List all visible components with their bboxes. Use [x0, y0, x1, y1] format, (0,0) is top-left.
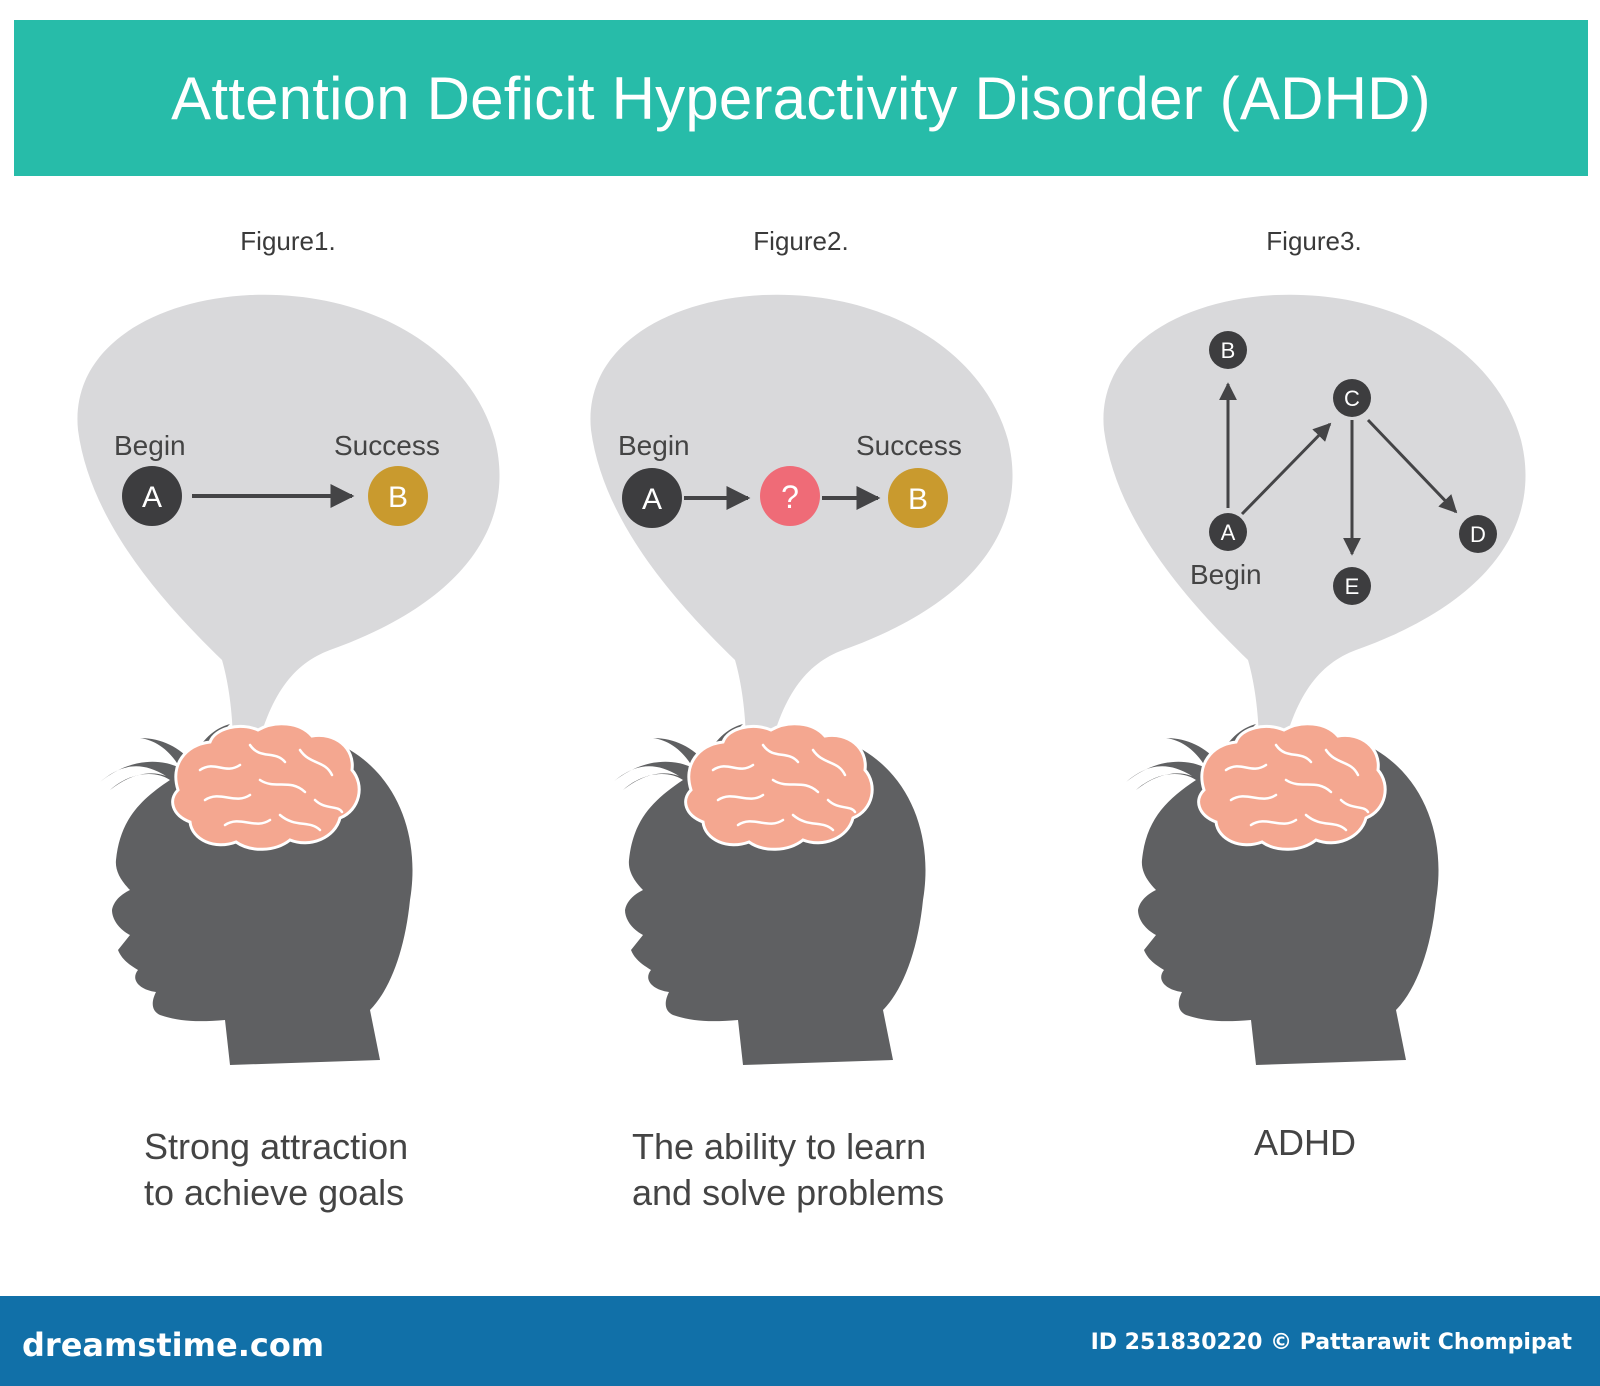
figure1-success-label: Success: [334, 430, 440, 461]
figure1-brain-icon: [171, 722, 361, 851]
figure3-caption-line1: ADHD: [1254, 1122, 1357, 1163]
figure3-arrow-a-to-c: [1240, 422, 1332, 516]
figure2-node-b-label: B: [908, 483, 928, 516]
figure2-node-question-label: ?: [781, 479, 799, 515]
figure1-caption: Strong attraction to achieve goals: [144, 1124, 564, 1216]
figure3-thought-bubble: [1103, 294, 1526, 780]
figure1-node-b: B: [368, 466, 428, 526]
figure3-begin-label: Begin: [1190, 559, 1262, 590]
figure3-brain-icon: [1197, 722, 1387, 851]
figure3-caption: ADHD: [1254, 1120, 1600, 1166]
figure1-node-a: A: [122, 466, 182, 526]
figure2-node-question: ?: [760, 466, 820, 526]
footer-brand: dreamstime.com: [22, 1326, 325, 1364]
figure1-caption-line2: to achieve goals: [144, 1172, 405, 1213]
page-title: Attention Deficit Hyperactivity Disorder…: [171, 64, 1431, 132]
figure2-group: Begin Success A ? B: [590, 294, 1013, 1065]
figure2-node-b: B: [888, 468, 948, 528]
figure1-caption-line1: Strong attraction: [144, 1126, 409, 1167]
figure3-node-a-label: A: [1221, 520, 1236, 545]
figure2-caption-line2: and solve problems: [632, 1172, 945, 1213]
figure3-label: Figure3.: [1266, 226, 1362, 256]
figure3-node-b: B: [1209, 331, 1247, 369]
figure2-begin-label: Begin: [618, 430, 690, 461]
figure1-thought-bubble: [77, 294, 500, 780]
figure2-node-a: A: [622, 468, 682, 528]
title-banner: Attention Deficit Hyperactivity Disorder…: [14, 20, 1588, 176]
figure2-thought-bubble: [590, 294, 1013, 780]
figure2-caption: The ability to learn and solve problems: [632, 1124, 1052, 1216]
footer-bar: dreamstime.com ID 251830220 © Pattarawit…: [0, 1296, 1600, 1386]
figure3-node-c: C: [1333, 379, 1371, 417]
figure2-node-a-label: A: [642, 483, 662, 516]
figure3-group: A B C D E Begin: [1103, 294, 1526, 1065]
figure2-caption-line1: The ability to learn: [632, 1126, 927, 1167]
figure1-node-a-label: A: [142, 481, 162, 514]
figure3-node-a: A: [1209, 513, 1247, 551]
figure2-success-label: Success: [856, 430, 962, 461]
figure1-begin-label: Begin: [114, 430, 186, 461]
footer-credit: ID 251830220 © Pattarawit Chompipat: [1090, 1330, 1572, 1355]
figure1-group: Begin Success A B: [77, 294, 500, 1065]
figure2-brain-icon: [684, 722, 874, 851]
figure3-node-e-label: E: [1345, 574, 1360, 599]
diagram-canvas: Begin Success A B Begin Success A ?: [77, 294, 1526, 1065]
figure3-node-d-label: D: [1470, 522, 1486, 547]
figure3-arrow-c-to-d: [1366, 418, 1458, 514]
figure1-label: Figure1.: [240, 226, 336, 256]
figure2-label: Figure2.: [753, 226, 849, 256]
figure3-node-d: D: [1459, 515, 1497, 553]
figure3-node-c-label: C: [1344, 386, 1360, 411]
figure3-node-e: E: [1333, 567, 1371, 605]
figure1-node-b-label: B: [388, 481, 408, 514]
figure3-node-b-label: B: [1221, 338, 1236, 363]
